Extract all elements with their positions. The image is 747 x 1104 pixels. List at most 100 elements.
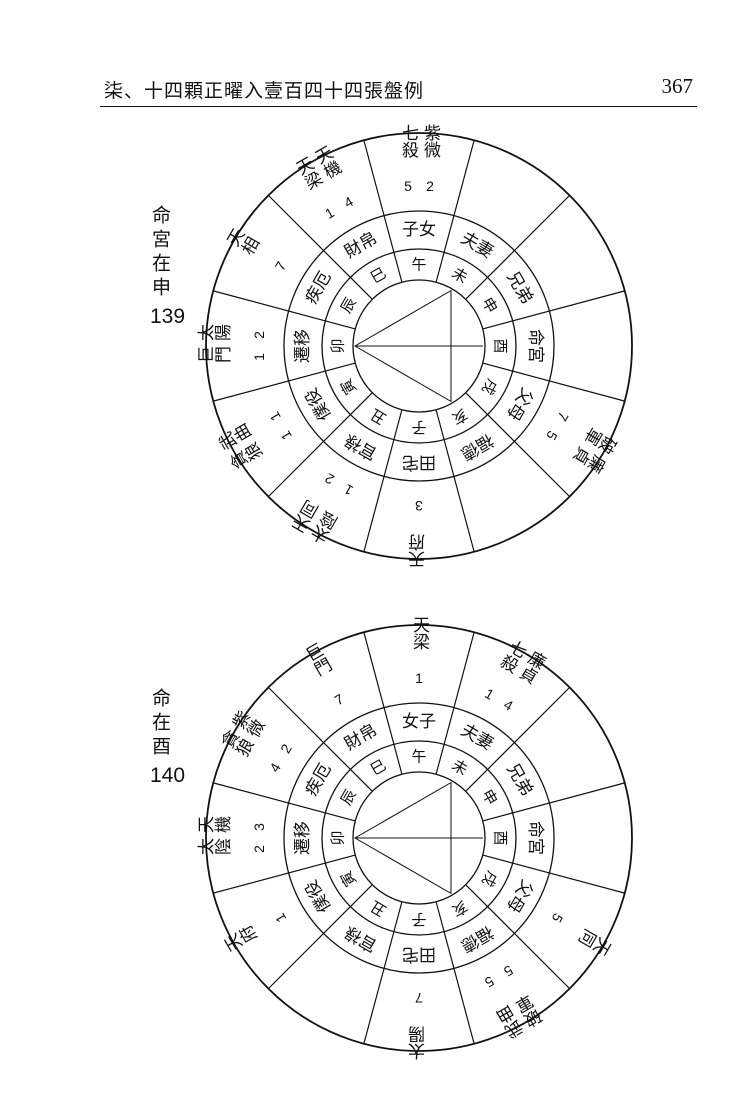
star-name: 天梁 <box>409 616 430 650</box>
spoke <box>482 782 625 822</box>
spoke <box>267 392 373 498</box>
spoke <box>267 686 373 792</box>
star-name: 巨門 <box>299 641 334 681</box>
star-name: 紫微 <box>420 124 441 158</box>
spoke <box>363 409 403 552</box>
star-column: 天府3 <box>409 498 430 568</box>
page-header: 柒、十四顆正曜入壹百四十四張盤例 367 <box>100 70 697 107</box>
star-column: 天梁 1 <box>409 616 430 686</box>
star-name: 天府 <box>409 533 430 568</box>
star-number: 7 <box>554 409 572 424</box>
palace-label: 女子 <box>402 712 436 732</box>
spoke <box>482 362 625 402</box>
palace-label: 財帛 <box>341 228 380 262</box>
spoke <box>465 194 571 300</box>
star-column: 太陽7 <box>409 990 430 1060</box>
palace-label: 兄弟 <box>502 268 536 307</box>
spoke <box>482 290 625 330</box>
page-number: 367 <box>661 74 694 98</box>
spoke <box>363 901 403 1044</box>
palace-label: 遷移 <box>293 329 313 363</box>
star-column: 天同5 <box>549 911 617 958</box>
branch-label: 午 <box>411 748 426 766</box>
spoke <box>465 686 571 792</box>
branch-label: 亥 <box>449 405 471 428</box>
star-number: 5 <box>501 962 516 980</box>
spoke <box>482 854 625 894</box>
star-column: 太陽 2 <box>197 325 267 346</box>
ring-0 <box>205 132 633 560</box>
star-number: 4 <box>501 696 516 714</box>
spoke <box>213 362 356 402</box>
branch-label: 辰 <box>337 786 360 808</box>
branch-label: 酉 <box>492 830 510 845</box>
ring-1 <box>283 210 555 482</box>
star-column: 紫微 2 <box>420 124 441 194</box>
star-column: 天府1 <box>221 910 289 957</box>
star-number: 1 <box>266 409 284 424</box>
palace-label: 遷移 <box>293 821 313 855</box>
star-number: 2 <box>251 331 267 339</box>
palace-label: 僕役 <box>301 876 335 915</box>
branch-label: 子 <box>411 419 426 437</box>
palace-label: 兄弟 <box>502 760 536 799</box>
palace-label: 命宮 <box>525 821 545 855</box>
spoke <box>267 884 373 990</box>
star-name: 太陰 <box>197 839 231 860</box>
star-number: 2 <box>251 845 267 853</box>
star-number: 4 <box>341 193 356 211</box>
spoke <box>213 782 356 822</box>
spoke <box>435 409 475 552</box>
branch-label: 酉 <box>492 338 510 353</box>
star-column: 七殺5 <box>398 124 419 194</box>
star-column: 巨門 7 <box>299 641 347 709</box>
chart-140-caption: 命在酉 <box>149 688 171 760</box>
star-number: 1 <box>277 428 295 443</box>
star-number: 4 <box>266 760 284 775</box>
star-number: 5 <box>543 428 561 443</box>
palace-label: 福德 <box>457 429 496 463</box>
spoke <box>465 392 571 498</box>
branch-label: 申 <box>478 786 501 808</box>
spoke <box>213 854 356 894</box>
star-name: 天同 <box>576 923 617 958</box>
star-number: 2 <box>277 741 295 756</box>
spoke <box>213 290 356 330</box>
spoke <box>435 140 475 283</box>
star-number: 7 <box>415 990 423 1006</box>
palace-label: 夫妻 <box>457 720 496 754</box>
branch-label: 巳 <box>367 756 389 779</box>
branch-label: 未 <box>449 756 471 779</box>
star-number: 5 <box>404 178 412 194</box>
palace-label: 財帛 <box>341 720 380 754</box>
palace-label: 田宅 <box>402 944 436 964</box>
star-number: 7 <box>332 690 347 708</box>
palace-label: 僕役 <box>301 384 335 423</box>
palace-label: 命宮 <box>525 329 545 363</box>
branch-label: 申 <box>478 294 501 316</box>
branch-label: 寅 <box>337 868 360 890</box>
chart-139-number: 139 <box>150 305 186 328</box>
ring-0 <box>205 624 633 1052</box>
star-number: 1 <box>415 670 423 686</box>
branch-label: 丑 <box>367 897 389 920</box>
palace-label: 官祿 <box>341 921 380 955</box>
star-number: 2 <box>426 178 434 194</box>
star-column: 太陰 2 <box>197 839 267 860</box>
branch-label: 戌 <box>478 868 501 890</box>
star-name: 太陽 <box>197 325 232 346</box>
star-column: 天相7 <box>222 226 290 273</box>
star-name: 天機 <box>197 817 232 838</box>
spoke <box>435 632 475 775</box>
star-name: 天府 <box>221 922 262 957</box>
spoke <box>267 194 373 300</box>
star-name: 巨門 <box>197 347 232 367</box>
star-number: 7 <box>272 258 290 273</box>
ring-3 <box>352 279 486 413</box>
branch-label: 卯 <box>329 830 347 845</box>
star-number: 5 <box>482 973 497 991</box>
palace-label: 子女 <box>402 220 436 240</box>
palace-label: 疾厄 <box>301 760 335 799</box>
palace-label: 官祿 <box>341 429 380 463</box>
